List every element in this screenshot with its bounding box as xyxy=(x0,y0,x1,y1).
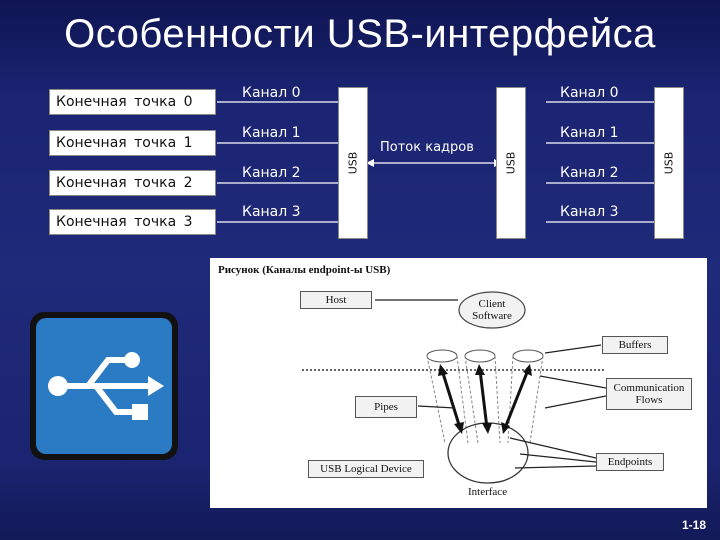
left-channel-label-2: Канал 2 xyxy=(242,165,301,181)
figure-usb-logical-device-box: USB Logical Device xyxy=(308,460,424,478)
endpoint-box-1: Конечная точка 1 xyxy=(49,130,216,156)
right-channel-label-0: Канал 0 xyxy=(560,85,619,101)
endpoint-box-0: Конечная точка 0 xyxy=(49,89,216,115)
figure-buffers-box: Buffers xyxy=(602,336,668,354)
figure-host-box: Host xyxy=(300,291,372,309)
figure-endpoints-box: Endpoints xyxy=(596,453,664,471)
left-usb-bar: USB xyxy=(338,87,368,239)
endpoint-box-3: Конечная точка 3 xyxy=(49,209,216,235)
middle-usb-bar-label: USB xyxy=(504,151,518,175)
right-usb-bar: USB xyxy=(654,87,684,239)
left-channel-label-1: Канал 1 xyxy=(242,125,301,141)
left-channel-label-0: Канал 0 xyxy=(242,85,301,101)
frame-stream-label: Поток кадров xyxy=(380,140,474,155)
figure-client-software-label: Client Software xyxy=(472,298,512,322)
figure-drawing xyxy=(302,291,607,484)
usb-logo xyxy=(30,312,178,460)
frame-stream-arrow-left xyxy=(366,159,374,167)
usb-pipes-figure: Рисунок (Каналы endpoint-ы USB) xyxy=(210,258,707,508)
slide-title: Особенности USB-интерфейса xyxy=(64,12,656,56)
right-channel-label-1: Канал 1 xyxy=(560,125,619,141)
figure-caption: Рисунок (Каналы endpoint-ы USB) xyxy=(218,264,391,276)
right-usb-bar-label: USB xyxy=(662,151,676,175)
usb-icon xyxy=(48,352,164,420)
right-channel-label-3: Канал 3 xyxy=(560,204,619,220)
right-channel-label-2: Канал 2 xyxy=(560,165,619,181)
figure-communication-flows-box: Communication Flows xyxy=(606,378,692,410)
page-number: 1-18 xyxy=(681,518,706,532)
figure-interface-label: Interface xyxy=(468,486,508,498)
middle-usb-bar: USB xyxy=(496,87,526,239)
left-usb-bar-label: USB xyxy=(346,151,360,175)
left-channel-label-3: Канал 3 xyxy=(242,204,301,220)
figure-pipes-box: Pipes xyxy=(355,396,417,418)
endpoint-box-2: Конечная точка 2 xyxy=(49,170,216,196)
